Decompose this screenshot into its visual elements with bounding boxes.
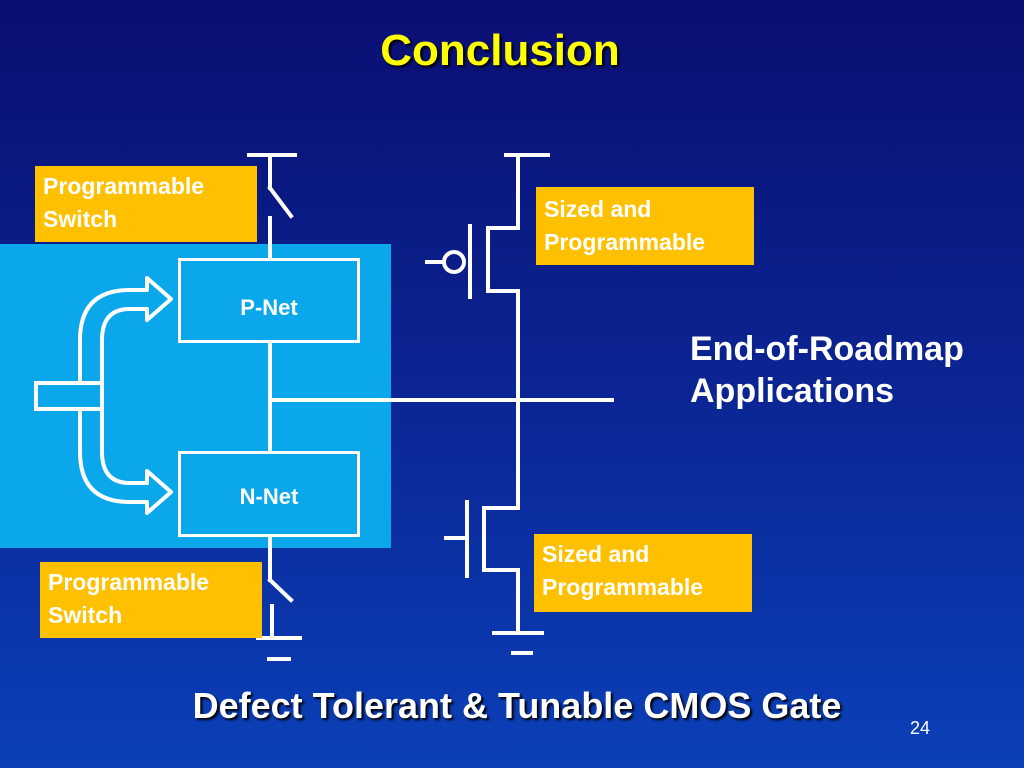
n-net-label: N-Net: [239, 484, 299, 509]
bottom-transistor-label-line1: Sized and: [542, 541, 650, 567]
bottom-switch-blade: [267, 577, 294, 603]
bottom-caption: Defect Tolerant & Tunable CMOS Gate: [192, 685, 842, 726]
bottom-switch-label: Programmable Switch: [40, 562, 262, 638]
bottom-switch-label-line1: Programmable: [48, 569, 210, 595]
top-transistor-label-line2: Programmable: [544, 229, 706, 255]
page-number: 24: [910, 718, 931, 738]
n-net-block: N-Net: [178, 451, 360, 537]
applications-line1: End-of-Roadmap: [690, 330, 964, 368]
bottom-transistor-label: Sized and Programmable: [534, 534, 752, 612]
top-switch-label-line1: Programmable: [43, 173, 205, 199]
top-switch-label: Programmable Switch: [35, 166, 257, 242]
p-net-label: P-Net: [240, 295, 298, 320]
bottom-transistor-label-line2: Programmable: [542, 574, 704, 600]
p-net-block: P-Net: [178, 258, 360, 343]
top-transistor-label: Sized and Programmable: [536, 187, 754, 265]
top-transistor-label-line1: Sized and: [544, 196, 652, 222]
applications-line2: Applications: [690, 372, 895, 410]
input-fork-arrows: [78, 276, 173, 515]
top-switch-label-line2: Switch: [43, 206, 118, 232]
slide-title: Conclusion: [380, 26, 620, 75]
bottom-switch-label-line2: Switch: [48, 602, 123, 628]
pmos-gate-bubble: [442, 250, 466, 274]
applications-text: End-of-Roadmap Applications: [690, 328, 964, 412]
top-switch-blade: [267, 185, 294, 219]
input-stub: [34, 381, 104, 411]
